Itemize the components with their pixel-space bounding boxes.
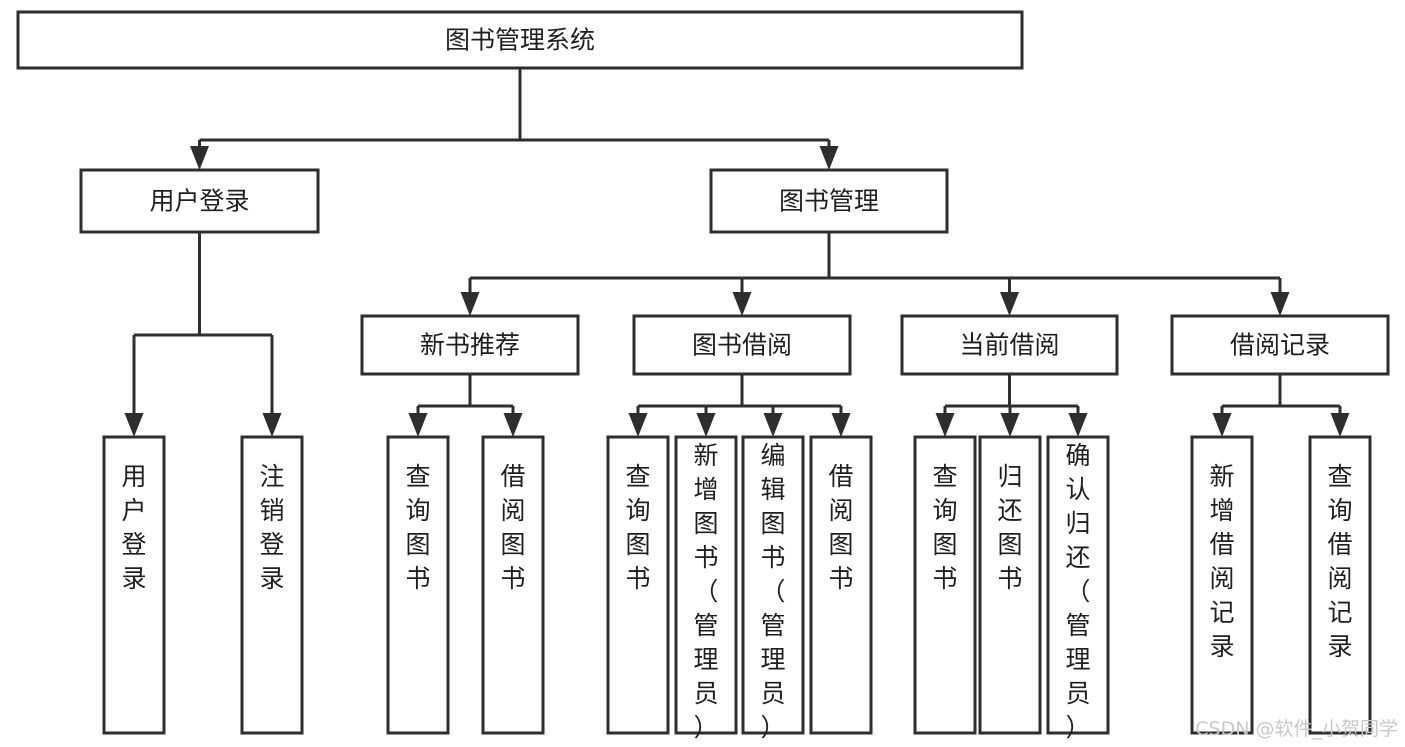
node-book-manage[interactable]: 图书管理 bbox=[709, 168, 949, 234]
connector-group-current-borrow bbox=[935, 374, 1088, 437]
node-leaf-return-book[interactable]: 归还图书 bbox=[978, 435, 1042, 735]
node-label-vertical: 借阅图书 bbox=[828, 462, 853, 593]
node-label-vertical: 查询图书 bbox=[625, 462, 650, 593]
node-label-vertical: 用户登录 bbox=[121, 462, 146, 593]
connector-layer bbox=[124, 68, 1350, 437]
node-label: 图书借阅 bbox=[692, 331, 792, 360]
node-user-login[interactable]: 用户登录 bbox=[79, 168, 320, 234]
watermark-label: CSDN @软件_小贺同学 bbox=[1195, 718, 1398, 740]
connector-group-book-borrow bbox=[628, 374, 851, 437]
node-current-borrow[interactable]: 当前借阅 bbox=[900, 314, 1119, 376]
node-leaf-query-book-1[interactable]: 查询图书 bbox=[386, 435, 450, 735]
node-label: 新书推荐 bbox=[420, 331, 520, 360]
node-label: 图书管理 bbox=[779, 187, 879, 216]
node-label-vertical: 编辑图书（管理员） bbox=[760, 441, 785, 742]
node-leaf-edit-book[interactable]: 编辑图书（管理员） bbox=[741, 435, 805, 742]
connector-group-book-manage bbox=[460, 232, 1290, 316]
node-leaf-confirm-return[interactable]: 确认归还（管理员） bbox=[1046, 435, 1110, 742]
connector-group-new-book-recommend bbox=[408, 374, 523, 437]
node-leaf-user-logout[interactable]: 注销登录 bbox=[240, 435, 304, 735]
node-leaf-add-record[interactable]: 新增借阅记录 bbox=[1190, 435, 1254, 735]
connector-group-root bbox=[190, 68, 839, 170]
node-label-vertical: 查询图书 bbox=[405, 462, 430, 593]
node-label-vertical: 借阅图书 bbox=[500, 462, 525, 593]
node-leaf-query-book-3[interactable]: 查询图书 bbox=[913, 435, 977, 735]
node-book-borrow[interactable]: 图书借阅 bbox=[632, 314, 852, 376]
node-label-vertical: 归还图书 bbox=[997, 462, 1022, 593]
node-label: 图书管理系统 bbox=[445, 26, 595, 55]
node-layer: 图书管理系统用户登录图书管理新书推荐图书借阅当前借阅借阅记录用户登录注销登录查询… bbox=[16, 10, 1390, 742]
node-label-vertical: 查询借阅记录 bbox=[1327, 462, 1352, 661]
node-leaf-borrow-book-2[interactable]: 借阅图书 bbox=[809, 435, 873, 735]
node-label: 借阅记录 bbox=[1230, 331, 1330, 360]
node-new-book-recommend[interactable]: 新书推荐 bbox=[360, 314, 580, 376]
node-leaf-query-book-2[interactable]: 查询图书 bbox=[606, 435, 670, 735]
node-label-vertical: 新增借阅记录 bbox=[1209, 462, 1234, 661]
node-leaf-user-login[interactable]: 用户登录 bbox=[102, 435, 166, 735]
connector-group-user-login bbox=[124, 232, 282, 437]
node-leaf-borrow-book-1[interactable]: 借阅图书 bbox=[481, 435, 545, 735]
node-label-vertical: 查询图书 bbox=[932, 462, 957, 593]
connector-group-borrow-record bbox=[1212, 374, 1350, 437]
node-label: 当前借阅 bbox=[959, 331, 1059, 360]
node-leaf-query-record[interactable]: 查询借阅记录 bbox=[1308, 435, 1372, 735]
node-root[interactable]: 图书管理系统 bbox=[16, 10, 1024, 70]
node-label-vertical: 确认归还（管理员） bbox=[1065, 441, 1090, 742]
node-label-vertical: 注销登录 bbox=[259, 462, 284, 593]
node-label: 用户登录 bbox=[149, 187, 249, 216]
node-leaf-add-book[interactable]: 新增图书（管理员） bbox=[674, 435, 738, 742]
node-borrow-record[interactable]: 借阅记录 bbox=[1170, 314, 1390, 376]
node-label-vertical: 新增图书（管理员） bbox=[693, 441, 718, 742]
